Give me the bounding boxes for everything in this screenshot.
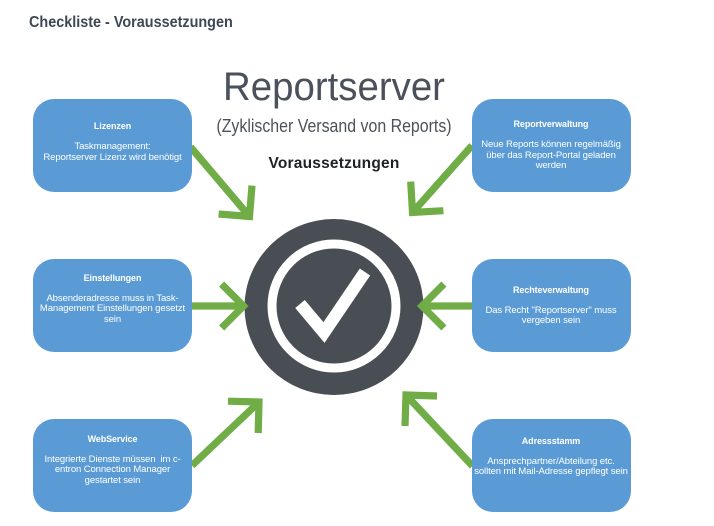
- box-title: Rechteverwaltung: [513, 284, 589, 295]
- box-rechteverwaltung: Rechteverwaltung Das Recht "Reportserver…: [471, 259, 631, 352]
- arrow-middle-right-icon: [416, 281, 472, 331]
- diagram-caption: Voraussetzungen: [268, 155, 400, 172]
- box-body: Absenderadresse muss in Task- Management…: [39, 292, 186, 325]
- arrow-middle-left-icon: [192, 281, 249, 331]
- box-title: WebService: [87, 433, 138, 444]
- box-body: Integrierte Dienste müssen im c- entron …: [44, 453, 181, 486]
- box-body: Taskmanagement: Reportserver Lizenz wird…: [43, 141, 182, 163]
- page-title: Checkliste - Voraussetzungen: [29, 14, 233, 31]
- box-einstellungen: Einstellungen Absenderadresse muss in Ta…: [33, 259, 192, 352]
- box-webservice: WebService Integrierte Dienste müssen im…: [33, 419, 192, 512]
- check-icon: [295, 268, 371, 343]
- arrow-top-right-icon: [407, 143, 475, 217]
- arrow-top-left-icon: [187, 144, 256, 221]
- diagram-title: Reportserver: [223, 65, 445, 109]
- box-title: Lizenzen: [93, 121, 132, 132]
- box-body: Neue Reports können regelmäßig über das …: [481, 139, 621, 172]
- arrow-bottom-left-icon: [189, 397, 263, 469]
- center-ring: [267, 239, 401, 373]
- box-lizenzen: Lizenzen Taskmanagement: Reportserver Li…: [33, 99, 192, 192]
- box-adressstamm: Adressstamm Ansprechpartner/Abteilung et…: [471, 419, 631, 512]
- box-reportverwaltung: Reportverwaltung Neue Reports können reg…: [471, 99, 631, 192]
- box-body: Das Recht "Reportserver" muss vergeben s…: [485, 304, 617, 326]
- arrow-bottom-right-icon: [401, 391, 476, 469]
- diagram-subtitle: (Zyklischer Versand von Reports): [216, 115, 452, 136]
- box-title: Reportverwaltung: [513, 119, 589, 130]
- box-title: Einstellungen: [83, 272, 142, 283]
- box-title: Adressstamm: [521, 435, 581, 446]
- box-body: Ansprechpartner/Abteilung etc. sollten m…: [474, 455, 628, 477]
